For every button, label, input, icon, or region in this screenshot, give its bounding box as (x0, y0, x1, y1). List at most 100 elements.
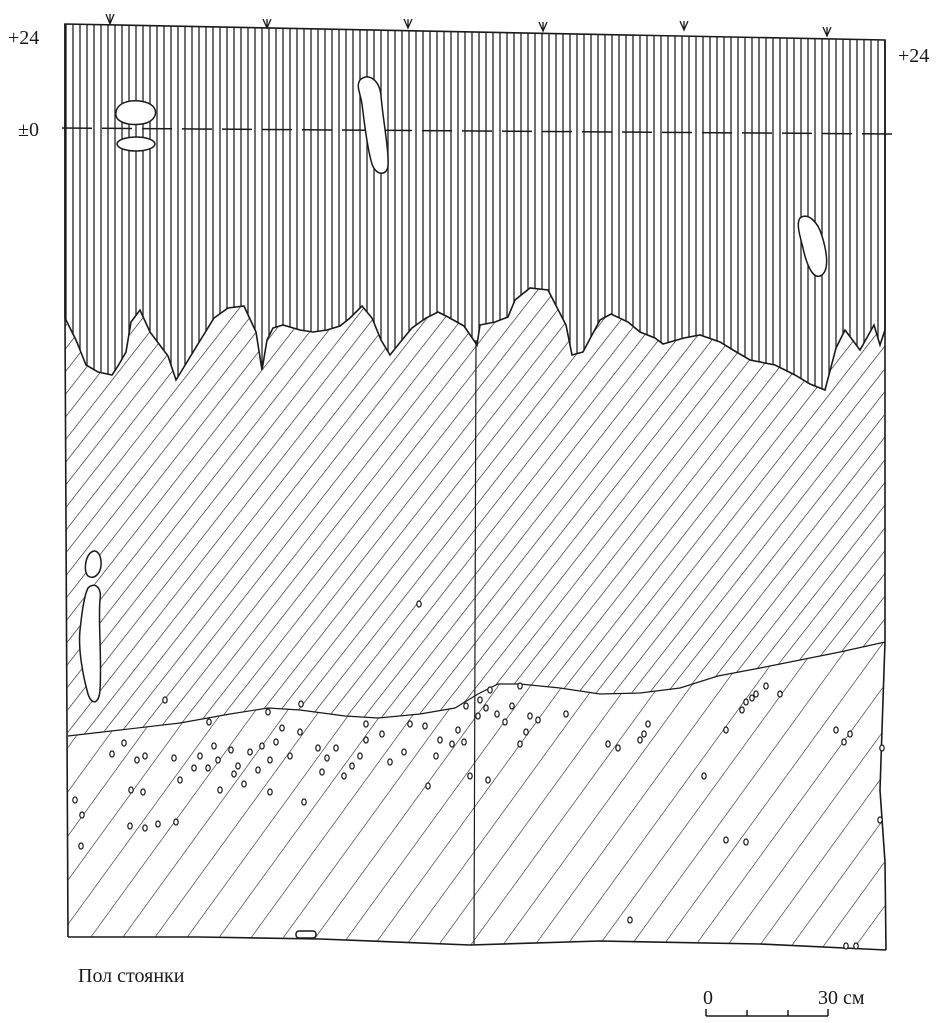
zero-datum-line (61, 127, 896, 135)
find-mark (155, 820, 161, 828)
find-mark (749, 694, 755, 702)
level-label-top-left: +24 (8, 27, 39, 49)
stone (357, 76, 389, 174)
find-mark (162, 696, 168, 704)
find-mark (121, 739, 127, 747)
find-mark (363, 736, 369, 744)
find-mark (475, 712, 481, 720)
find-mark (171, 754, 177, 762)
find-mark (853, 942, 859, 950)
find-mark (416, 600, 422, 608)
find-mark (467, 772, 473, 780)
find-mark (605, 740, 611, 748)
find-mark (523, 728, 529, 736)
find-mark (297, 728, 303, 736)
find-mark (265, 708, 271, 716)
find-mark (235, 762, 241, 770)
find-mark (231, 770, 237, 778)
find-mark (701, 772, 707, 780)
find-mark (287, 752, 293, 760)
find-mark (641, 730, 647, 738)
find-mark (247, 748, 253, 756)
find-mark (191, 764, 197, 772)
find-mark (267, 788, 273, 796)
find-mark (324, 754, 330, 762)
stone (116, 136, 156, 152)
find-mark (379, 730, 385, 738)
find-mark (494, 710, 500, 718)
find-mark (255, 766, 261, 774)
level-label-top-right: +24 (898, 45, 929, 67)
surface-markers (105, 13, 832, 38)
find-mark (173, 818, 179, 826)
find-mark (357, 752, 363, 760)
find-mark (847, 730, 853, 738)
find-mark (387, 758, 393, 766)
find-mark (535, 716, 541, 724)
find-mark (109, 750, 115, 758)
find-mark (723, 836, 729, 844)
find-mark (228, 746, 234, 754)
stone (84, 550, 102, 578)
stones (78, 76, 828, 939)
find-mark (739, 706, 745, 714)
find-mark (743, 838, 749, 846)
stone (115, 99, 157, 126)
find-mark (279, 724, 285, 732)
find-mark (333, 744, 339, 752)
find-mark (485, 776, 491, 784)
scale-label-start: 0 (703, 987, 713, 1009)
find-mark (425, 782, 431, 790)
find-mark (215, 756, 221, 764)
find-mark (723, 726, 729, 734)
find-mark (206, 718, 212, 726)
find-mark (437, 736, 443, 744)
find-mark (211, 742, 217, 750)
caption: Пол стоянки (78, 965, 185, 987)
find-mark (833, 726, 839, 734)
level-label-zero: ±0 (18, 119, 39, 141)
find-mark (433, 752, 439, 760)
find-mark (349, 762, 355, 770)
find-mark (877, 816, 883, 824)
find-mark (777, 690, 783, 698)
find-mark (134, 756, 140, 764)
find-mark (509, 702, 515, 710)
find-mark (407, 720, 413, 728)
find-mark (645, 720, 651, 728)
find-mark (259, 742, 265, 750)
find-mark (763, 682, 769, 690)
scale-bar: 0 30 см (703, 987, 865, 1017)
find-mark (341, 772, 347, 780)
find-mark (563, 710, 569, 718)
find-mark (517, 682, 523, 690)
find-mark (463, 702, 469, 710)
find-mark (142, 752, 148, 760)
find-mark (241, 780, 247, 788)
find-mark (142, 824, 148, 832)
find-mark (422, 722, 428, 730)
find-mark (298, 700, 304, 708)
find-mark (637, 736, 643, 744)
find-mark (627, 916, 633, 924)
find-mark (455, 726, 461, 734)
find-mark (72, 796, 78, 804)
find-mark (301, 798, 307, 806)
find-mark (477, 696, 483, 704)
stone (797, 215, 828, 277)
find-mark (267, 756, 273, 764)
find-mark (205, 764, 211, 772)
find-mark (177, 776, 183, 784)
find-mark (363, 720, 369, 728)
finds (72, 600, 885, 950)
find-mark (879, 744, 885, 752)
find-mark (487, 686, 493, 694)
find-mark (502, 718, 508, 726)
find-mark (753, 690, 759, 698)
find-mark (615, 744, 621, 752)
scale-label-end: 30 см (818, 987, 865, 1009)
find-mark (527, 712, 533, 720)
find-mark (449, 740, 455, 748)
find-mark (127, 822, 133, 830)
